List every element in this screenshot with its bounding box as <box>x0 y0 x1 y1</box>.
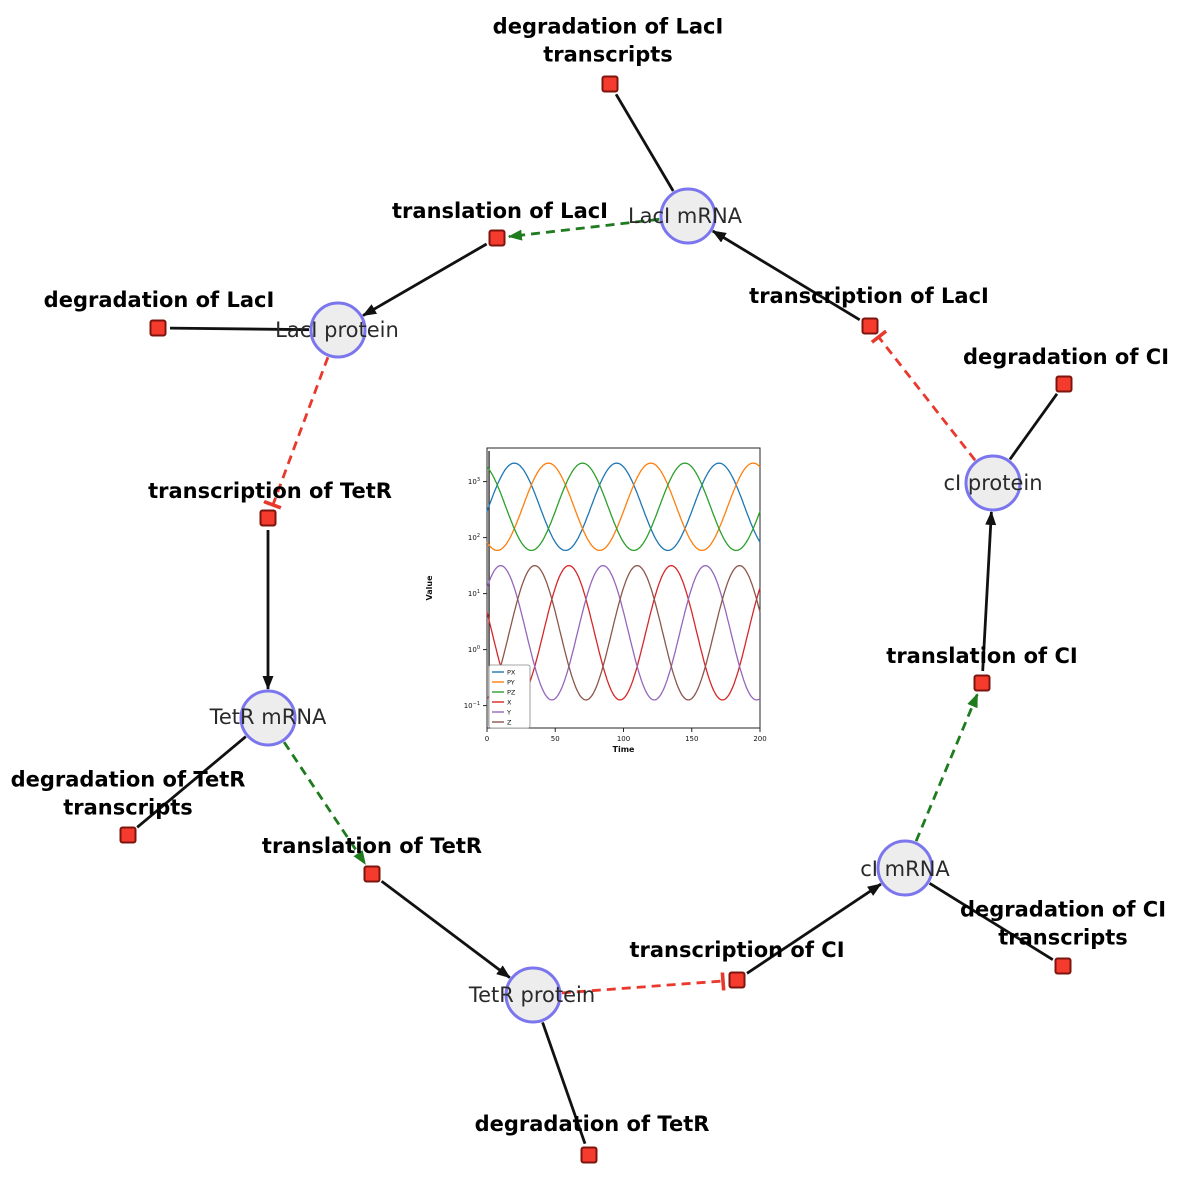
species-node-laci-protein <box>309 301 367 359</box>
edge-tetr-protein-inhibits-transcription-ci <box>561 981 723 995</box>
y-tick-label: 102 <box>468 533 480 542</box>
edge-transcription-ci-to-ci-mrna <box>746 882 882 975</box>
reaction-node-degradation-ci <box>1055 375 1073 393</box>
species-label-ci-mrna: cI mRNA <box>860 857 950 881</box>
reaction-label-degradation-laci: degradation of LacI <box>43 288 275 313</box>
x-tick-label: 150 <box>685 735 698 743</box>
edge-translation-laci-to-laci-protein <box>362 242 488 317</box>
reaction-label-transcription-ci: transcription of CI <box>629 938 845 963</box>
reaction-node-transcription-laci <box>861 317 879 335</box>
legend-label-PX: PX <box>507 669 516 677</box>
edge-transcription-laci-to-laci-mrna <box>711 229 861 321</box>
edge-translation-tetr-to-tetr-protein <box>380 880 511 979</box>
reaction-label-translation-ci: translation of CI <box>886 644 1078 669</box>
x-tick-label: 100 <box>617 735 630 743</box>
legend-label-Y: Y <box>506 709 511 717</box>
legend-label-PY: PY <box>507 679 515 687</box>
species-node-tetr-protein <box>504 966 562 1024</box>
species-label-tetr-protein: TetR protein <box>468 983 596 1007</box>
series-PX-line <box>486 462 761 552</box>
edge-translation-ci-to-ci-protein <box>981 511 997 672</box>
x-axis-label: Time <box>613 745 636 754</box>
reaction-label-transcription-laci: transcription of LacI <box>749 284 989 309</box>
reaction-node-degradation-laci-transcripts <box>601 75 619 93</box>
species-node-ci-protein <box>964 454 1022 512</box>
x-tick-label: 0 <box>485 735 489 743</box>
edge-laci-protein-to-degradation-laci <box>169 326 310 332</box>
reaction-label-degradation-ci: degradation of CI <box>962 345 1170 370</box>
reaction-label-degradation-tetr: degradation of TetR <box>474 1112 710 1137</box>
reaction-node-degradation-tetr <box>580 1146 598 1164</box>
edge-tetr-mrna-stimulates-translation-tetr <box>282 741 367 865</box>
y-tick-label: 103 <box>468 477 480 486</box>
reaction-label-translation-tetr: translation of TetR <box>261 834 483 859</box>
reaction-label-degradation-ci-transcripts: degradation of CI transcripts <box>959 897 1167 949</box>
species-label-laci-mrna: LacI mRNA <box>627 204 743 228</box>
edge-laci-protein-inhibits-transcription-tetr <box>273 356 330 505</box>
edge-tetr-mrna-to-degradation-tetr-transcripts <box>136 735 247 829</box>
reaction-node-translation-ci <box>973 674 991 692</box>
series-X-line <box>486 564 761 701</box>
reaction-node-degradation-tetr-transcripts <box>119 826 137 844</box>
edge-ci-mrna-to-degradation-ci-transcripts <box>928 882 1054 961</box>
y-axis-label: Value <box>425 575 434 601</box>
edge-ci-mrna-stimulates-translation-ci <box>914 693 979 842</box>
series-Z-line <box>486 564 761 701</box>
species-node-tetr-mrna <box>239 689 297 747</box>
species-node-laci-mrna <box>659 187 717 245</box>
series-PY-line <box>486 462 761 552</box>
species-label-tetr-mrna: TetR mRNA <box>209 705 327 729</box>
species-label-ci-protein: cI protein <box>943 471 1043 495</box>
reaction-node-degradation-laci <box>149 319 167 337</box>
reaction-node-transcription-tetr <box>259 509 277 527</box>
x-tick-label: 50 <box>551 735 560 743</box>
legend-label-Z: Z <box>507 719 512 727</box>
species-node-ci-mrna <box>876 839 934 897</box>
reaction-node-degradation-ci-transcripts <box>1054 957 1072 975</box>
series-PZ-line <box>486 462 761 552</box>
y-tick-label: 100 <box>468 645 480 654</box>
series-Y-line <box>486 564 761 701</box>
legend-label-PZ: PZ <box>507 689 516 697</box>
reaction-node-transcription-ci <box>728 971 746 989</box>
edge-laci-mrna-to-degradation-laci-transcripts <box>614 93 675 192</box>
reaction-label-transcription-tetr: transcription of TetR <box>148 479 392 504</box>
edge-laci-mrna-stimulates-translation-laci <box>507 217 660 241</box>
reaction-node-translation-tetr <box>363 865 381 883</box>
reaction-label-degradation-tetr-transcripts: degradation of TetR transcripts <box>10 767 246 819</box>
y-tick-label: 101 <box>468 589 480 598</box>
reaction-label-translation-laci: translation of LacI <box>392 199 608 224</box>
edge-ci-protein-to-degradation-ci <box>1008 392 1059 461</box>
x-tick-label: 200 <box>753 735 766 743</box>
edge-tetr-protein-to-degradation-tetr <box>541 1021 587 1145</box>
legend-label-X: X <box>507 699 512 707</box>
edge-ci-protein-inhibits-transcription-laci <box>879 337 977 462</box>
species-label-laci-protein: LacI protein <box>275 318 399 342</box>
y-tick-label: 10−1 <box>464 701 480 710</box>
reaction-label-degradation-laci-transcripts: degradation of LacI transcripts <box>492 14 724 66</box>
reaction-node-translation-laci <box>488 229 506 247</box>
